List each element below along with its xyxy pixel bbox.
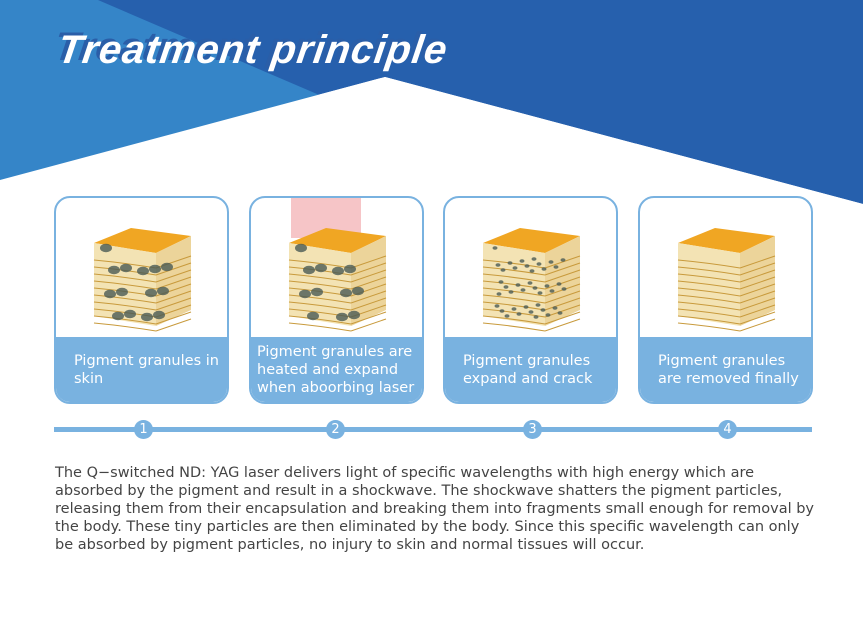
step-card: Pigment granules are heated and expand w… [249,196,424,404]
step-caption: Pigment granules expand and crack [445,337,616,402]
step-caption: Pigment granules are removed finally [640,337,811,402]
step-caption: Pigment granules are heated and expand w… [251,337,422,402]
skin-cube-illustration [482,228,581,332]
step-number: 1 [134,420,153,439]
step-number: 4 [718,420,737,439]
skin-cube-illustration [677,228,776,332]
step-number: 3 [523,420,542,439]
skin-cube-illustration [288,198,387,332]
step-card: Pigment granules in skin [54,196,229,404]
step-number: 2 [326,420,345,439]
skin-cube-illustration [93,228,192,332]
description-text: The Q−switched ND: YAG laser delivers li… [55,465,815,553]
timeline [54,427,812,432]
step-caption: Pigment granules in skin [56,337,227,402]
step-card: Pigment granules expand and crack [443,196,618,404]
step-card: Pigment granules are removed finally [638,196,813,404]
page-title: Treatment principle [54,28,451,72]
